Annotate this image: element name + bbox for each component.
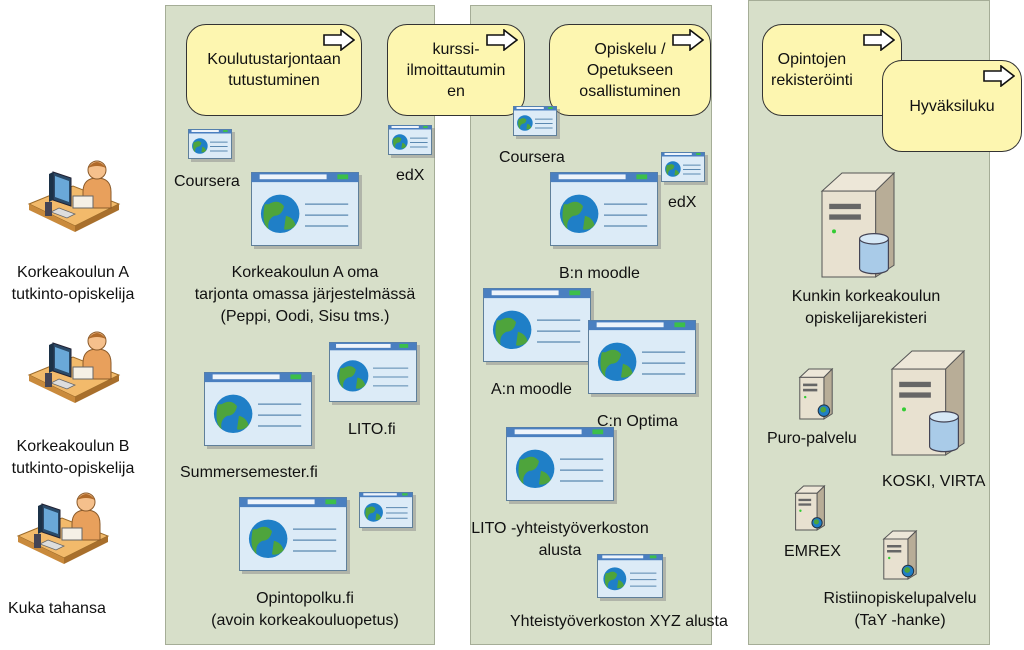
stage-label: Opintojen rekisteröinti [771, 51, 853, 89]
stage-registration: Opintojen rekisteröinti [762, 24, 902, 116]
arrow-right-icon [863, 29, 895, 51]
coursera-label: Coursera [174, 173, 240, 190]
summersemester-label: Summersemester.fi [180, 464, 318, 481]
opintopolku-label: Opintopolku.fi (avoin korkeakouluopetus) [211, 590, 399, 629]
xyz-platform-label: Yhteistyöverkoston XYZ alusta [510, 613, 728, 630]
c-optima-label: C:n Optima [597, 413, 678, 430]
web-browser-window-icon [506, 427, 617, 509]
stage-label: kurssi- ilmoittautumin en [406, 40, 506, 100]
database-server-icon [794, 484, 826, 536]
arrow-right-icon [983, 65, 1015, 87]
stage-course-enrolment: kurssi- ilmoittautumin en [387, 24, 525, 116]
stage-label: Hyväksiluku [909, 97, 995, 115]
lito-platform-label: LITO -yhteistyöverkoston alusta [471, 520, 649, 559]
edx-label: edX [396, 167, 425, 184]
web-browser-window-icon [359, 492, 416, 536]
own-offering-label: Korkeakoulun A oma tarjonta omassa järje… [194, 264, 416, 325]
b-moodle-label: B:n moodle [559, 265, 640, 282]
web-browser-window-icon [188, 129, 235, 167]
stage-studying: Opiskelu / Opetukseen osallistuminen [549, 24, 711, 116]
emrex-label: EMREX [784, 543, 841, 560]
database-server-icon [798, 367, 834, 425]
web-browser-window-icon [329, 342, 420, 410]
stage-recognition: Hyväksiluku [882, 60, 1022, 152]
a-moodle-label: A:n moodle [491, 381, 572, 398]
web-browser-window-icon [239, 497, 350, 579]
stage-label: Koulutustarjontaan tutustuminen [207, 51, 341, 89]
web-browser-window-icon [588, 320, 699, 402]
arrow-right-icon [323, 29, 355, 51]
stage-offering-exploration: Koulutustarjontaan tutustuminen [186, 24, 362, 116]
person-at-computer-icon [25, 152, 121, 239]
puro-label: Puro-palvelu [767, 430, 857, 447]
person-at-computer-icon [14, 484, 110, 571]
web-browser-window-icon [388, 125, 435, 163]
web-browser-window-icon [483, 288, 594, 370]
lito-label: LITO.fi [348, 421, 396, 438]
arrow-right-icon [486, 29, 518, 51]
web-browser-window-icon [550, 172, 661, 254]
web-browser-window-icon [597, 554, 666, 606]
web-browser-window-icon [204, 372, 315, 454]
stage-label: Opiskelu / Opetukseen osallistuminen [579, 40, 681, 100]
coursera-label: Coursera [499, 149, 565, 166]
edx-label: edX [668, 194, 697, 211]
user-a-label: Korkeakoulun A tutkinto-opiskelija [11, 264, 135, 303]
web-browser-window-icon [251, 172, 362, 254]
person-at-computer-icon [25, 323, 121, 410]
web-browser-window-icon [513, 106, 560, 144]
database-server-icon [888, 349, 968, 461]
arrow-right-icon [672, 29, 704, 51]
user-b-label: Korkeakoulun B tutkinto-opiskelija [11, 438, 135, 477]
web-browser-window-icon [661, 152, 708, 190]
database-server-icon [818, 171, 898, 283]
user-anyone-label: Kuka tahansa [8, 600, 106, 617]
koski-virta-label: KOSKI, VIRTA [882, 473, 986, 490]
registry-label: Kunkin korkeakoulun opiskelijarekisteri [791, 288, 941, 327]
database-server-icon [882, 529, 918, 585]
ristiin-label: Ristiinopiskelupalvelu (TaY -hanke) [823, 590, 977, 629]
